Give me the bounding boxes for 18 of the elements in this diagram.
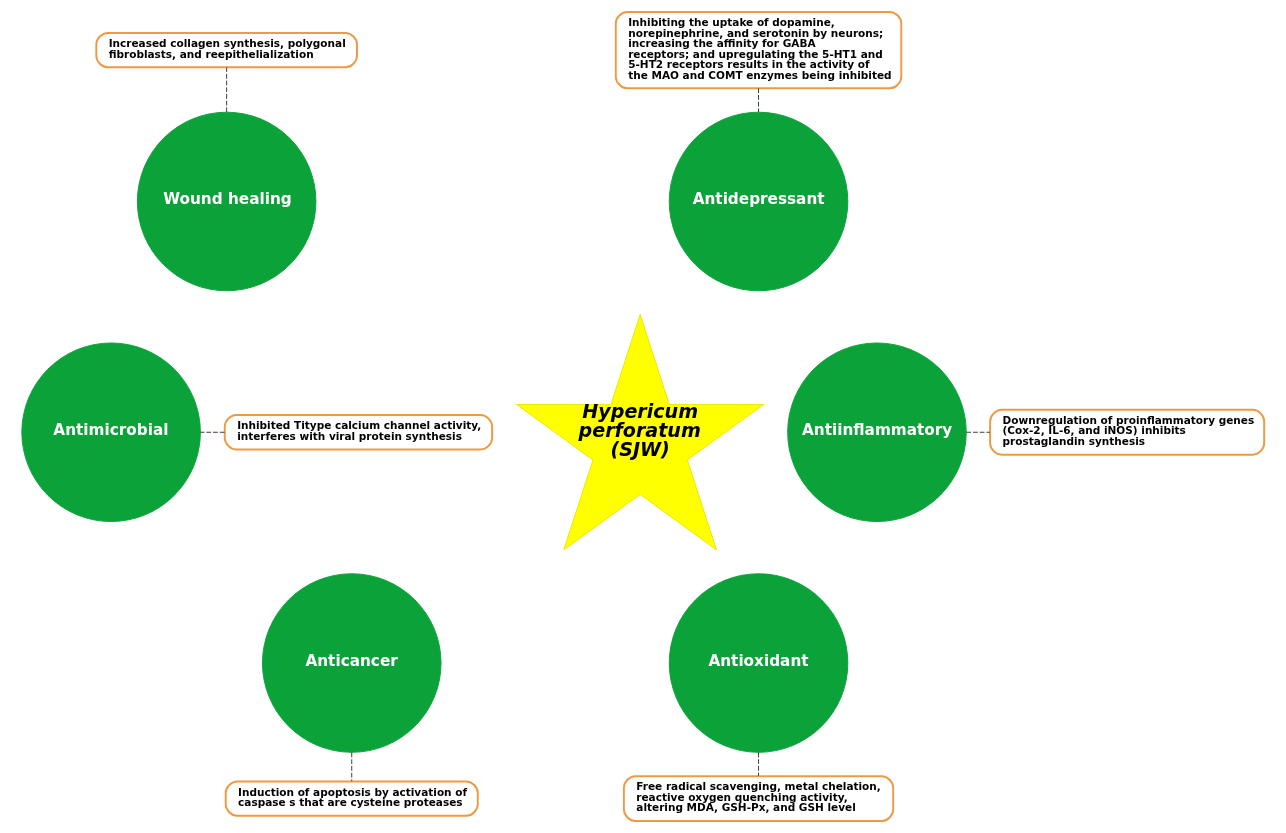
node-circle: Wound healing — [136, 111, 317, 292]
connector — [758, 87, 760, 113]
connector — [226, 66, 228, 113]
node-circle: Antiinflammatory — [787, 342, 967, 522]
connector — [758, 751, 760, 777]
node-box: Inhibiting the uptake of dopamine, norepinephrine, and serotonin by neurons; increasing the affinity for GABA receptors; and upregulating the 5-HT1 and 5-HT2 receptors results in the activity of the MAO and COMT enzymes being inhibited — [614, 11, 903, 90]
node-circle: Anticancer — [262, 573, 442, 753]
node-box: Induction of apoptosis by activation of caspase s that are cysteine proteases — [224, 780, 479, 817]
node-circle: Antimicrobial — [21, 342, 201, 522]
connector — [200, 431, 225, 433]
node-box: Free radical scavenging, metal chelation, reactive oxygen quenching activity, altering MDA, GSH-Px, and GSH level — [622, 775, 895, 822]
node-box: Inhibited Titype calcium channel activity, interferes with viral protein synthesis — [223, 414, 494, 451]
connector — [351, 751, 353, 782]
node-circle: Antioxidant — [668, 573, 849, 753]
node-box: Increased collagen synthesis, polygonal fibroblasts, and reepithelialization — [95, 32, 358, 69]
node-box: Downregulation of proinflammatory genes (Cox-2, IL-6, and iNOS) inhibits prostaglandin synthesis — [989, 408, 1266, 456]
connector — [965, 431, 991, 433]
node-circle: Antidepressant — [668, 111, 849, 292]
